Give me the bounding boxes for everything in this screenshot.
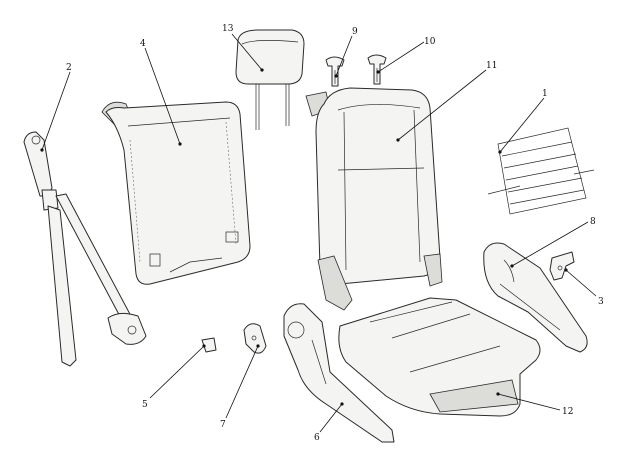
- lower-side-shield: [283, 303, 395, 443]
- leader-8: [511, 221, 589, 267]
- leader-12: [497, 393, 561, 411]
- label-2: 2: [66, 63, 72, 73]
- seat-side-trim: [483, 242, 588, 353]
- label-10: 10: [424, 37, 436, 47]
- seat-bracket: [549, 251, 575, 281]
- seat-cushion: [338, 297, 541, 417]
- leader-9: [335, 35, 353, 77]
- leader-7: [225, 345, 259, 419]
- label-6: 6: [314, 433, 320, 443]
- leader-1: [499, 97, 545, 153]
- headrest-guide-left: [325, 56, 345, 87]
- leader-10: [377, 41, 425, 73]
- seat-backrest: [305, 87, 443, 311]
- recliner-handle: [243, 323, 267, 354]
- label-9: 9: [352, 27, 358, 37]
- label-12: 12: [562, 407, 573, 417]
- label-13: 13: [222, 24, 234, 34]
- backrest-rear-panel: [101, 101, 251, 285]
- leader-2: [41, 71, 71, 151]
- leader-lines: [40, 33, 597, 433]
- leader-11: [397, 69, 487, 141]
- headrest: [235, 29, 305, 130]
- trim-clip: [201, 337, 217, 353]
- seat-belt: [23, 131, 147, 367]
- leader-13: [231, 33, 263, 71]
- leader-3: [565, 269, 597, 297]
- label-4: 4: [140, 39, 146, 49]
- leader-4: [144, 47, 181, 145]
- label-1: 1: [542, 89, 548, 99]
- label-8: 8: [590, 217, 596, 227]
- callout-labels: 1 2 3 4 5 6 7 8 9 10 11 12 13: [66, 24, 604, 443]
- headrest-guide-right: [367, 54, 387, 85]
- label-5: 5: [142, 400, 148, 410]
- seat-back-wire-frame: [487, 127, 595, 215]
- leader-6: [319, 403, 343, 433]
- label-11: 11: [486, 61, 497, 71]
- leader-5: [149, 345, 205, 399]
- label-7: 7: [220, 420, 226, 430]
- label-3: 3: [598, 297, 604, 307]
